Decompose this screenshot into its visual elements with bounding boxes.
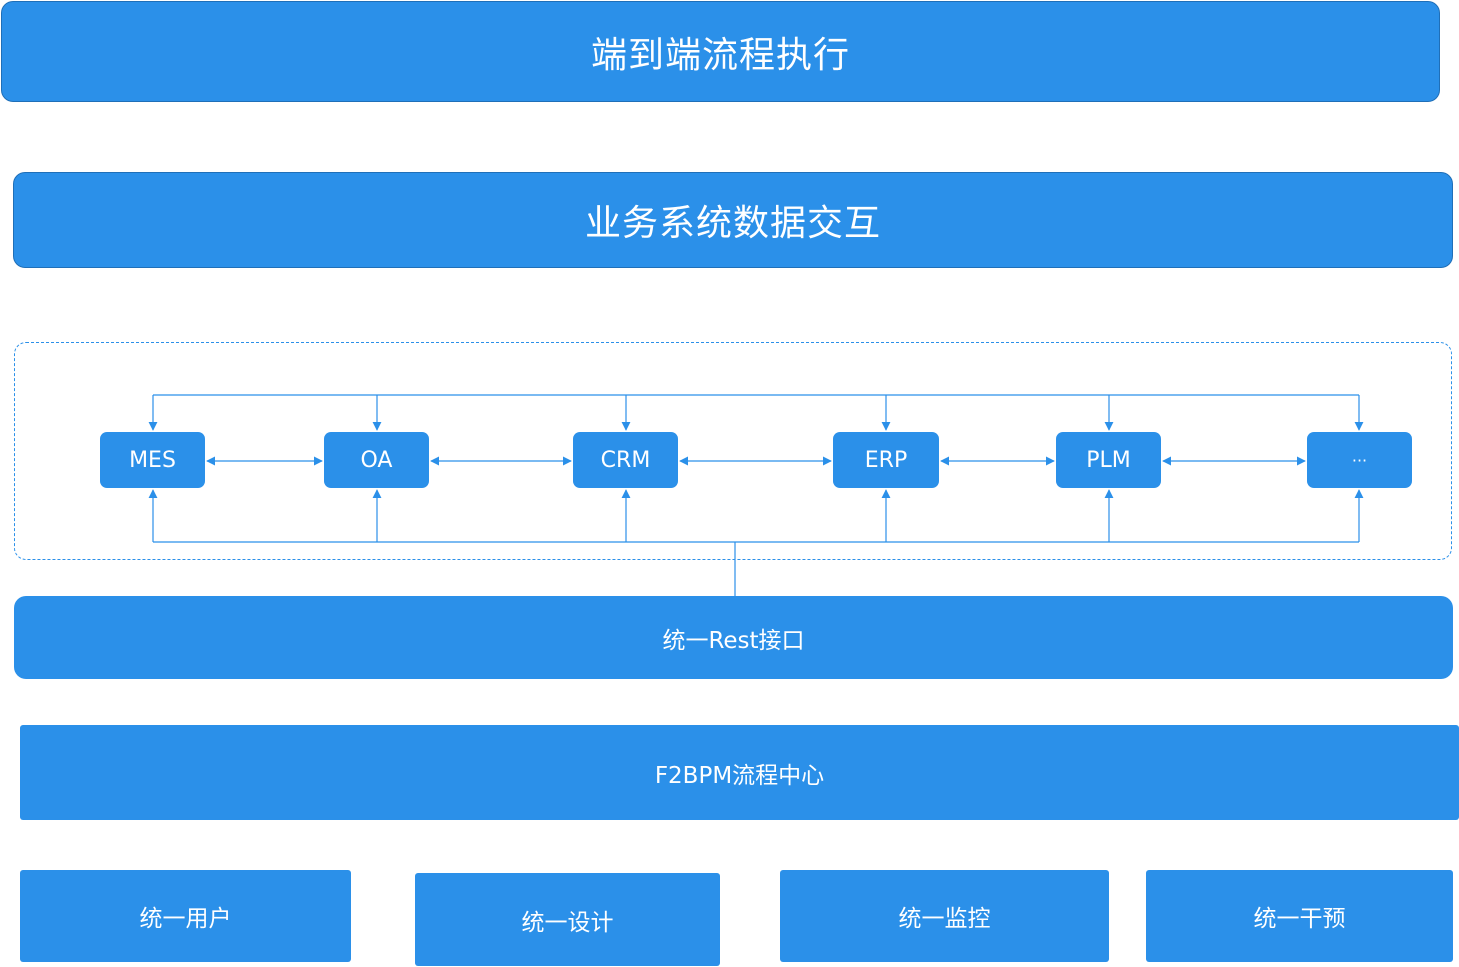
e2e-execution-label: 端到端流程执行 (590, 34, 850, 76)
system-node-more: ··· (1307, 432, 1412, 488)
system-node-crm: CRM (573, 432, 678, 488)
rest-interface-label: 统一Rest接口 (662, 627, 805, 654)
bpm-center-bar: F2BPM流程中心 (20, 725, 1459, 820)
system-node-label: PLM (1086, 447, 1131, 473)
foundation-label: 统一监控 (898, 906, 991, 932)
system-node-label: ERP (864, 447, 908, 473)
systems-container (14, 342, 1452, 560)
foundation-tile-unified-user: 统一用户 (20, 870, 351, 962)
bpm-center-label: F2BPM流程中心 (654, 762, 825, 789)
system-node-label: ··· (1351, 450, 1368, 470)
system-node-erp: ERP (833, 432, 939, 488)
business-data-exchange-bar: 业务系统数据交互 (13, 172, 1453, 268)
system-node-oa: OA (324, 432, 429, 488)
e2e-execution-bar: 端到端流程执行 (1, 1, 1440, 102)
system-node-mes: MES (100, 432, 205, 488)
foundation-tile-unified-monitoring: 统一监控 (780, 870, 1109, 962)
foundation-label: 统一设计 (521, 909, 614, 936)
business-data-exchange-label: 业务系统数据交互 (584, 203, 881, 244)
foundation-tile-unified-intervention: 统一干预 (1146, 870, 1453, 962)
system-node-label: OA (360, 447, 393, 473)
system-node-label: CRM (600, 447, 651, 473)
foundation-label: 统一干预 (1253, 906, 1346, 932)
foundation-tile-unified-design: 统一设计 (415, 873, 720, 966)
system-node-label: MES (129, 447, 176, 473)
system-node-plm: PLM (1056, 432, 1161, 488)
foundation-label: 统一用户 (139, 906, 232, 932)
rest-interface-bar: 统一Rest接口 (14, 596, 1453, 679)
